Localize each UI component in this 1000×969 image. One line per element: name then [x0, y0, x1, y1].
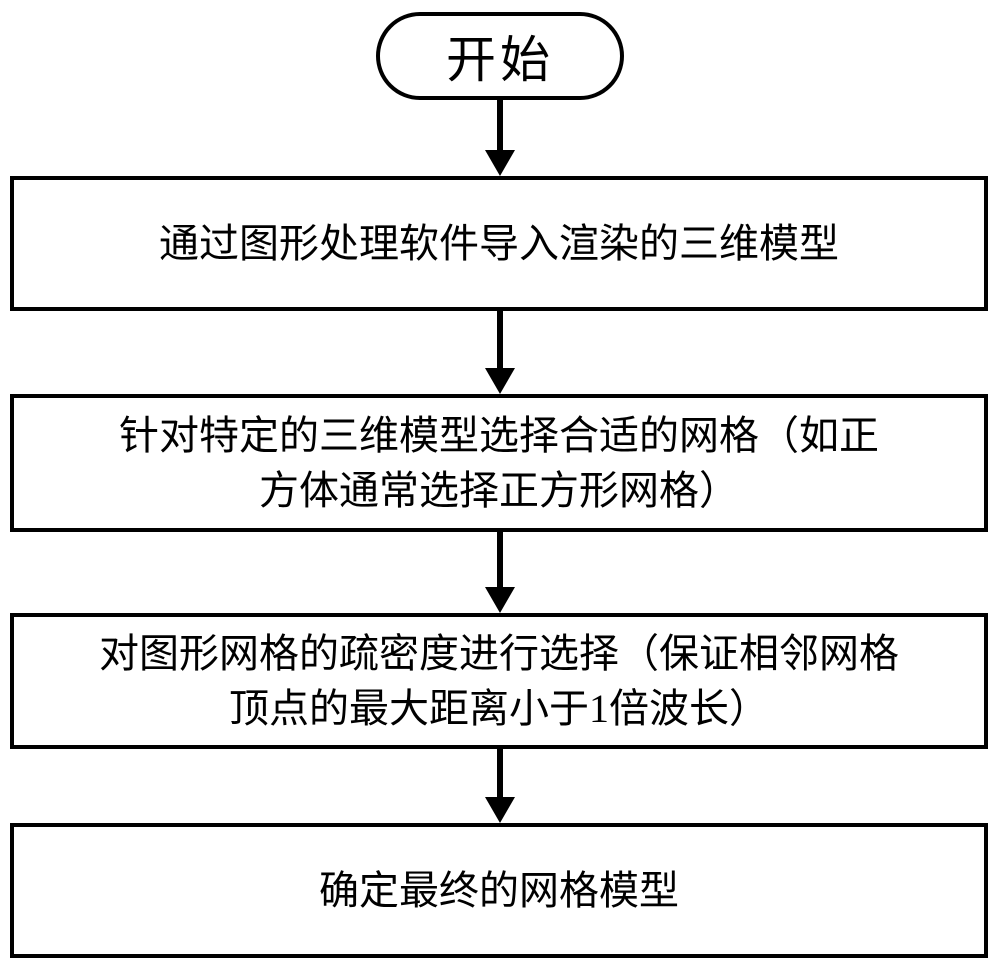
- flow-arrow-1: [484, 100, 516, 176]
- arrow-line: [497, 532, 503, 587]
- flow-arrow-4: [484, 749, 516, 823]
- arrow-down-icon: [485, 587, 515, 613]
- arrow-down-icon: [485, 368, 515, 394]
- arrow-down-icon: [485, 797, 515, 823]
- process-box-select-mesh: 针对特定的三维模型选择合适的网格（如正 方体通常选择正方形网格）: [10, 394, 988, 532]
- process-box-label: 针对特定的三维模型选择合适的网格（如正 方体通常选择正方形网格）: [119, 408, 879, 518]
- process-box-label: 确定最终的网格模型: [319, 863, 679, 918]
- flow-arrow-3: [484, 532, 516, 613]
- start-node-label: 开始: [446, 20, 554, 92]
- arrow-line: [497, 100, 503, 150]
- process-box-label: 通过图形处理软件导入渲染的三维模型: [159, 216, 839, 271]
- arrow-line: [497, 311, 503, 368]
- process-box-import-model: 通过图形处理软件导入渲染的三维模型: [10, 176, 988, 311]
- process-box-select-density: 对图形网格的疏密度进行选择（保证相邻网格 顶点的最大距离小于1倍波长）: [10, 613, 988, 749]
- arrow-down-icon: [485, 150, 515, 176]
- flow-arrow-2: [484, 311, 516, 394]
- process-box-label: 对图形网格的疏密度进行选择（保证相邻网格 顶点的最大距离小于1倍波长）: [99, 626, 899, 736]
- start-node: 开始: [376, 12, 624, 100]
- arrow-line: [497, 749, 503, 797]
- process-box-final-model: 确定最终的网格模型: [10, 823, 988, 958]
